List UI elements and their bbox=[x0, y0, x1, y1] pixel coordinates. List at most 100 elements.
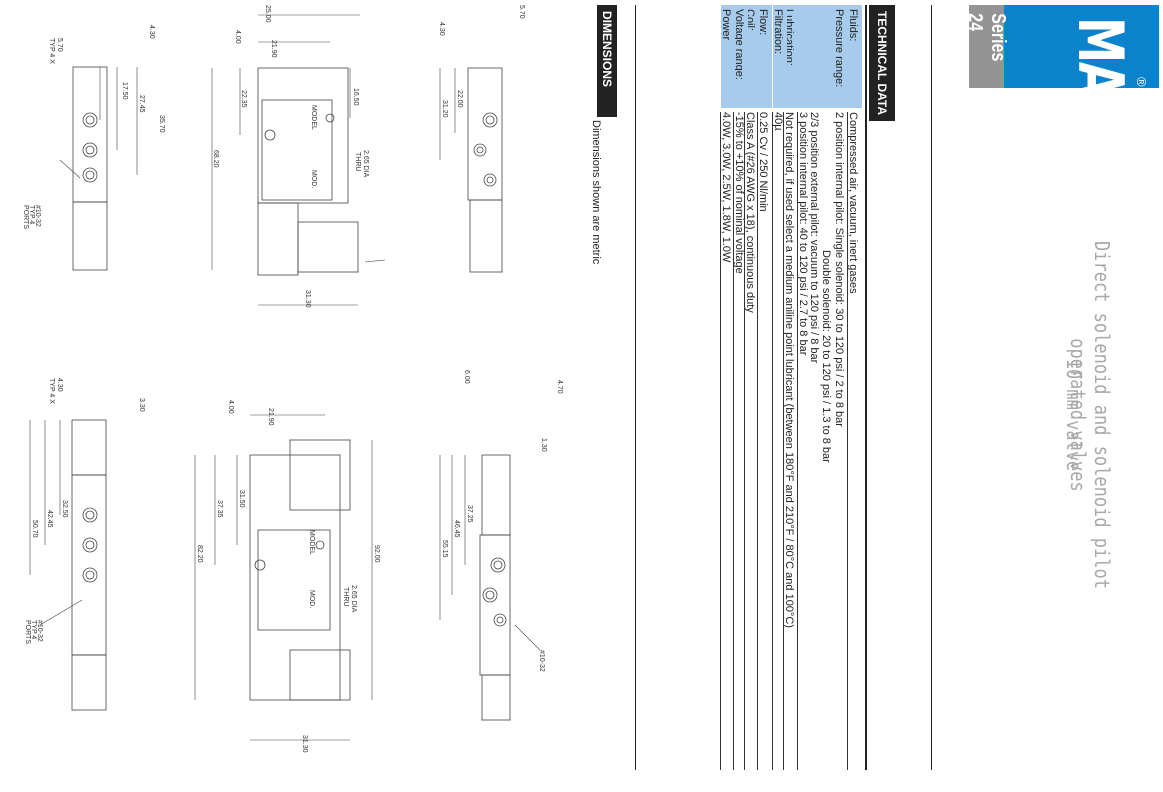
port-circle bbox=[85, 540, 95, 550]
dimension-label: 82.20 bbox=[196, 545, 203, 563]
dimension-label: 21.90 bbox=[267, 408, 274, 426]
drawing-body bbox=[257, 67, 349, 204]
dimension-label: #10-32 bbox=[538, 650, 545, 672]
drawing-body bbox=[481, 454, 511, 536]
port-circle bbox=[490, 557, 506, 573]
dimension-line bbox=[39, 599, 83, 626]
dimension-label: MOD. bbox=[308, 590, 315, 608]
drawing-body bbox=[469, 199, 503, 273]
port-circle bbox=[82, 112, 98, 128]
port-circle bbox=[473, 143, 487, 157]
dimension-label: THRU bbox=[354, 152, 361, 171]
dimension-line bbox=[364, 259, 386, 263]
dimension-label: 21.90 bbox=[270, 40, 277, 58]
dimension-label: 37.35 bbox=[216, 500, 223, 518]
dimension-label: TYP 4 X bbox=[48, 378, 55, 404]
dimension-label: 46.45 bbox=[453, 520, 460, 538]
port-circle bbox=[82, 167, 98, 183]
dimension-label: 5.70 bbox=[56, 38, 63, 52]
dimension-label: 6.00 bbox=[463, 370, 470, 384]
dimension-label: 42.45 bbox=[46, 510, 53, 528]
port-circle bbox=[496, 616, 504, 624]
port-circle bbox=[85, 115, 95, 125]
port-circle bbox=[82, 537, 98, 553]
drawing-body bbox=[297, 221, 359, 273]
dimension-label: 31.20 bbox=[441, 100, 448, 118]
port-circle bbox=[82, 567, 98, 583]
port-circle bbox=[85, 510, 95, 520]
dimension-label: 22.35 bbox=[240, 90, 247, 108]
dimension-label: TYP 4 bbox=[30, 620, 37, 639]
dimension-label: 4.30 bbox=[56, 378, 63, 392]
drawing-body bbox=[289, 649, 351, 701]
dimension-label: 55.15 bbox=[441, 540, 448, 558]
drawing-body bbox=[481, 674, 511, 721]
drawing-body bbox=[71, 654, 107, 711]
dimension-label: TYP 4 bbox=[28, 205, 35, 224]
port-circle bbox=[482, 587, 498, 603]
drawing-body bbox=[479, 534, 511, 676]
mounting-hole bbox=[315, 540, 325, 550]
mounting-hole bbox=[325, 113, 335, 123]
drawing-body bbox=[289, 439, 351, 511]
drawing-body bbox=[261, 99, 333, 201]
dimension-label: MODEL bbox=[308, 530, 315, 555]
drawing-body bbox=[257, 529, 331, 631]
dimension-label: 2.65 DIA bbox=[362, 150, 369, 178]
port-circle bbox=[82, 142, 98, 158]
port-circle bbox=[82, 507, 98, 523]
dimension-line bbox=[514, 624, 541, 651]
dimension-line bbox=[59, 159, 81, 179]
dimension-label: 31.30 bbox=[301, 735, 308, 753]
dimension-label: 5.70 bbox=[518, 5, 525, 19]
dimension-label: 17.50 bbox=[121, 82, 128, 100]
dimension-label: #10-32 bbox=[34, 205, 41, 227]
drawing-body bbox=[249, 454, 341, 701]
dimension-label: 31.30 bbox=[304, 290, 311, 308]
port-circle bbox=[85, 170, 95, 180]
dimension-label: 50.70 bbox=[31, 520, 38, 538]
port-circle bbox=[483, 173, 497, 187]
dimension-label: 32.50 bbox=[61, 500, 68, 518]
port-circle bbox=[85, 145, 95, 155]
dimension-label: 4.30 bbox=[148, 25, 155, 39]
dimension-label: 25.00 bbox=[264, 5, 271, 23]
port-circle bbox=[493, 613, 507, 627]
drawing-body bbox=[72, 201, 108, 271]
drawing-body bbox=[257, 202, 299, 276]
dimension-label: 37.25 bbox=[466, 505, 473, 523]
drawing-body bbox=[71, 419, 107, 476]
dimension-label: THRU bbox=[342, 587, 349, 606]
dimension-label: TYP 4 X bbox=[48, 38, 55, 64]
dimension-label: PORTS bbox=[22, 205, 29, 229]
dimension-label: MODEL bbox=[310, 105, 317, 130]
dimension-label: 4.00 bbox=[234, 30, 241, 44]
dimension-label: 92.00 bbox=[373, 545, 380, 563]
dimension-label: 22.00 bbox=[456, 90, 463, 108]
port-circle bbox=[85, 570, 95, 580]
dimension-label: 16.50 bbox=[352, 88, 359, 106]
dimension-label: 31.50 bbox=[238, 490, 245, 508]
dimension-label: MOD. bbox=[310, 170, 317, 188]
dimension-label: 3.30 bbox=[138, 398, 145, 412]
port-circle bbox=[485, 115, 495, 125]
port-circle bbox=[482, 112, 498, 128]
dimension-label: 68.20 bbox=[212, 150, 219, 168]
drawing-body bbox=[467, 67, 503, 201]
port-circle bbox=[485, 590, 495, 600]
port-circle bbox=[486, 176, 494, 184]
dimension-label: 27.45 bbox=[138, 95, 145, 113]
mounting-hole bbox=[264, 129, 276, 141]
port-circle bbox=[493, 560, 503, 570]
dimension-label: 4.30 bbox=[438, 22, 445, 36]
mounting-hole bbox=[254, 559, 266, 571]
drawing-body bbox=[71, 474, 107, 656]
dimension-label: 4.70 bbox=[556, 380, 563, 394]
dimension-label: #10-32 bbox=[36, 620, 43, 642]
dimension-label: 1.30 bbox=[540, 438, 547, 452]
dimension-label: 35.70 bbox=[158, 115, 165, 133]
dimension-label: PORTS bbox=[24, 620, 31, 644]
dimension-label: 2.65 DIA bbox=[350, 585, 357, 613]
dimension-label: 4.00 bbox=[227, 400, 234, 414]
